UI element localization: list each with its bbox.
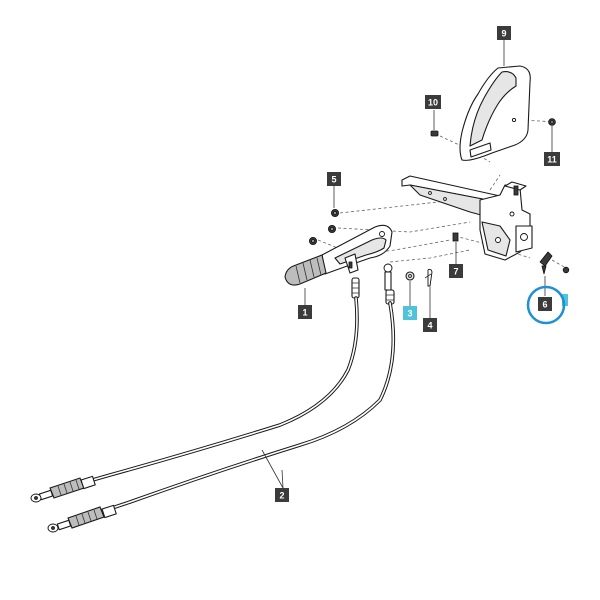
callout-4[interactable]: 4 — [423, 318, 437, 332]
nuts-5 — [308, 185, 339, 245]
callout-7[interactable]: 7 — [449, 264, 463, 278]
callout-1[interactable]: 1 — [298, 305, 312, 319]
cable-ends — [351, 263, 395, 305]
cable-fitting-lower — [47, 504, 117, 533]
callout-10[interactable]: 10 — [425, 95, 441, 109]
screw-10 — [430, 110, 439, 137]
callout-5[interactable]: 5 — [327, 172, 341, 186]
lever-cover — [459, 65, 531, 161]
screw-7 — [452, 232, 459, 264]
bracket-assembly — [401, 175, 533, 261]
highlight-ring — [526, 285, 566, 325]
callout-label: 6 — [542, 300, 547, 310]
spring-pin-6 — [539, 251, 570, 296]
hand-brake-lever — [284, 224, 393, 305]
cable-fitting-upper — [30, 475, 96, 503]
callout-label: 4 — [427, 321, 432, 331]
callout-label: 1 — [302, 308, 307, 318]
callout-2[interactable]: 2 — [275, 488, 289, 502]
callout-label: 11 — [547, 155, 557, 165]
callout-3[interactable]: 3 — [403, 306, 417, 320]
cotter-pin-4 — [424, 268, 433, 318]
callout-label: 10 — [428, 98, 438, 108]
callout-11[interactable]: 11 — [544, 152, 560, 166]
callout-label: 9 — [501, 29, 506, 39]
nut-11 — [548, 118, 556, 152]
brake-cables — [73, 296, 396, 514]
callout-label: 5 — [331, 175, 336, 185]
callout-label: 3 — [407, 309, 412, 319]
highlight-tab — [562, 294, 568, 306]
washer-3 — [405, 271, 415, 306]
callout-label: 7 — [453, 267, 458, 277]
callout-6[interactable]: 6 — [538, 294, 568, 311]
callout-9[interactable]: 9 — [497, 26, 511, 66]
callout-label: 2 — [279, 491, 284, 501]
